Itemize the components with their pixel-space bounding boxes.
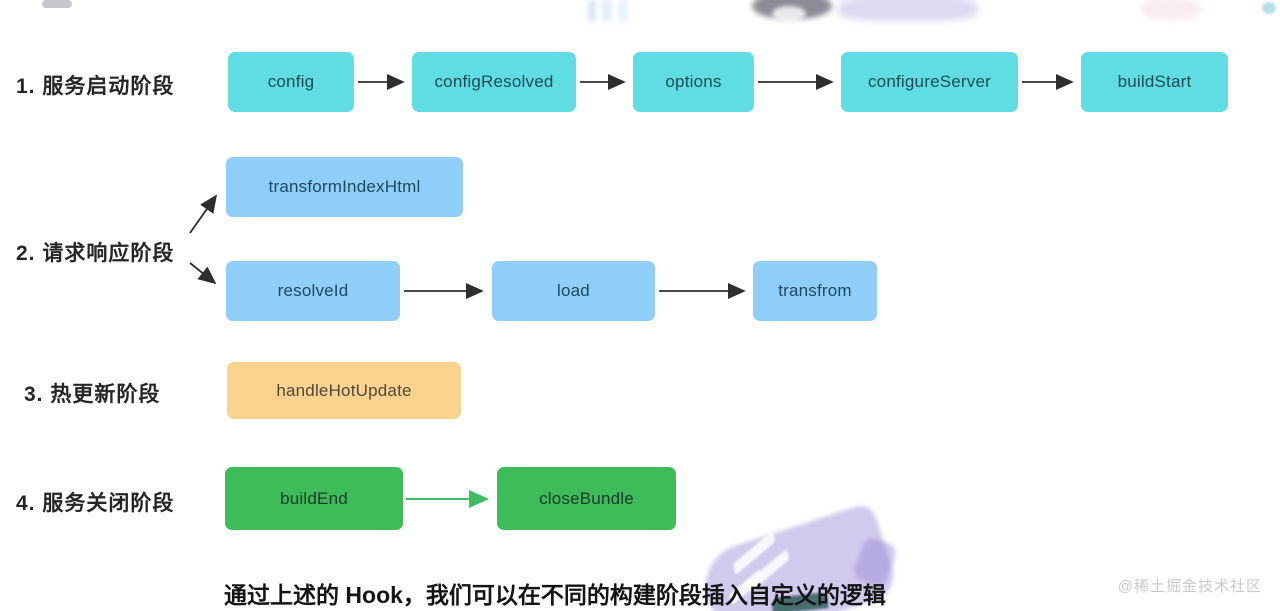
node-options: options [633, 52, 754, 112]
phase-label-startup: 1. 服务启动阶段 [16, 75, 175, 98]
phase-label-hmr: 3. 热更新阶段 [24, 383, 161, 406]
node-load: load [492, 261, 655, 321]
node-handleHotUpdate: handleHotUpdate [227, 362, 461, 419]
node-configResolved: configResolved [412, 52, 576, 112]
node-resolveId: resolveId [226, 261, 400, 321]
node-config: config [228, 52, 354, 112]
node-buildStart: buildStart [1081, 52, 1228, 112]
node-buildEnd: buildEnd [225, 467, 403, 530]
node-transfrom: transfrom [753, 261, 877, 321]
node-configureServer: configureServer [841, 52, 1018, 112]
caption-text: 通过上述的 Hook，我们可以在不同的构建阶段插入自定义的逻辑 [224, 582, 886, 608]
watermark-community: @稀土掘金技术社区 [1117, 578, 1262, 595]
phase-label-request: 2. 请求响应阶段 [16, 242, 175, 265]
phase-label-close: 4. 服务关闭阶段 [16, 492, 175, 515]
node-transformIndexHtml: transformIndexHtml [226, 157, 463, 217]
node-closeBundle: closeBundle [497, 467, 676, 530]
